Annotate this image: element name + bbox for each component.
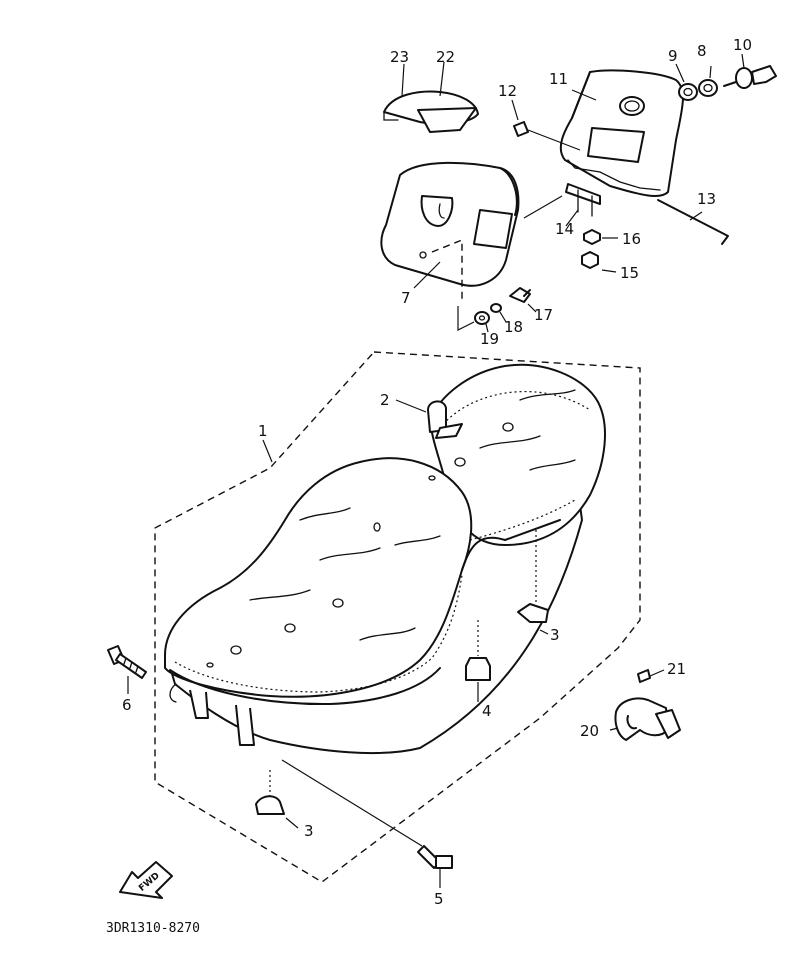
callout-4: 4: [482, 702, 492, 720]
rear-cover: [559, 69, 684, 197]
callout-3-right: 3: [550, 626, 560, 644]
lock-ring-8: [698, 79, 718, 97]
callout-1: 1: [258, 422, 268, 440]
seat-bracket-lower: [255, 770, 285, 815]
seat: [164, 363, 606, 755]
callout-10: 10: [733, 36, 752, 54]
callout-7: 7: [401, 289, 411, 307]
callout-15: 15: [620, 264, 639, 282]
washer-19: [457, 306, 490, 331]
callout-5: 5: [434, 890, 444, 908]
callout-labels: 1 2 3 3 4 5 6 7 8 9 10 11 12 13 14 15 16…: [122, 36, 752, 908]
screw-17: [509, 287, 531, 303]
lock-washer-9: [678, 83, 698, 101]
callout-13: 13: [697, 190, 716, 208]
clip-12: [513, 121, 529, 137]
key-lock-10: [723, 65, 777, 89]
bolt-5: [281, 759, 453, 869]
callout-8: 8: [697, 42, 707, 60]
seat-strap: [427, 400, 463, 439]
callout-11: 11: [549, 70, 568, 88]
callout-20: 20: [580, 722, 599, 740]
diagram-code: 3DR1310-8270: [106, 921, 200, 936]
callout-23: 23: [390, 48, 409, 66]
callout-16: 16: [622, 230, 641, 248]
callout-9: 9: [668, 47, 678, 65]
seat-bracket-right: [517, 530, 549, 623]
nut-16: [583, 229, 601, 245]
seat-latch: [614, 697, 681, 741]
seat-damper: [465, 620, 491, 681]
nut-15: [581, 251, 599, 269]
callout-22: 22: [436, 48, 455, 66]
callout-21: 21: [667, 660, 686, 678]
screw-21: [637, 669, 651, 683]
callout-2: 2: [380, 391, 390, 409]
callout-12: 12: [498, 82, 517, 100]
leader-12: [527, 129, 581, 151]
latch-bracket: [523, 183, 601, 219]
bolt-6: [107, 645, 147, 679]
forward-arrow: FWD: [119, 861, 173, 899]
grab-strap: [383, 90, 479, 133]
washer-18: [490, 303, 502, 313]
callout-6: 6: [122, 696, 132, 714]
callout-19: 19: [480, 330, 499, 348]
callout-17: 17: [534, 306, 553, 324]
callout-3-lower: 3: [304, 822, 314, 840]
callout-18: 18: [504, 318, 523, 336]
callout-14: 14: [555, 220, 574, 238]
leader-lines: [127, 53, 745, 888]
assembly-outline: [154, 351, 641, 883]
wire-13: [657, 199, 729, 245]
tail-box: [380, 161, 520, 300]
